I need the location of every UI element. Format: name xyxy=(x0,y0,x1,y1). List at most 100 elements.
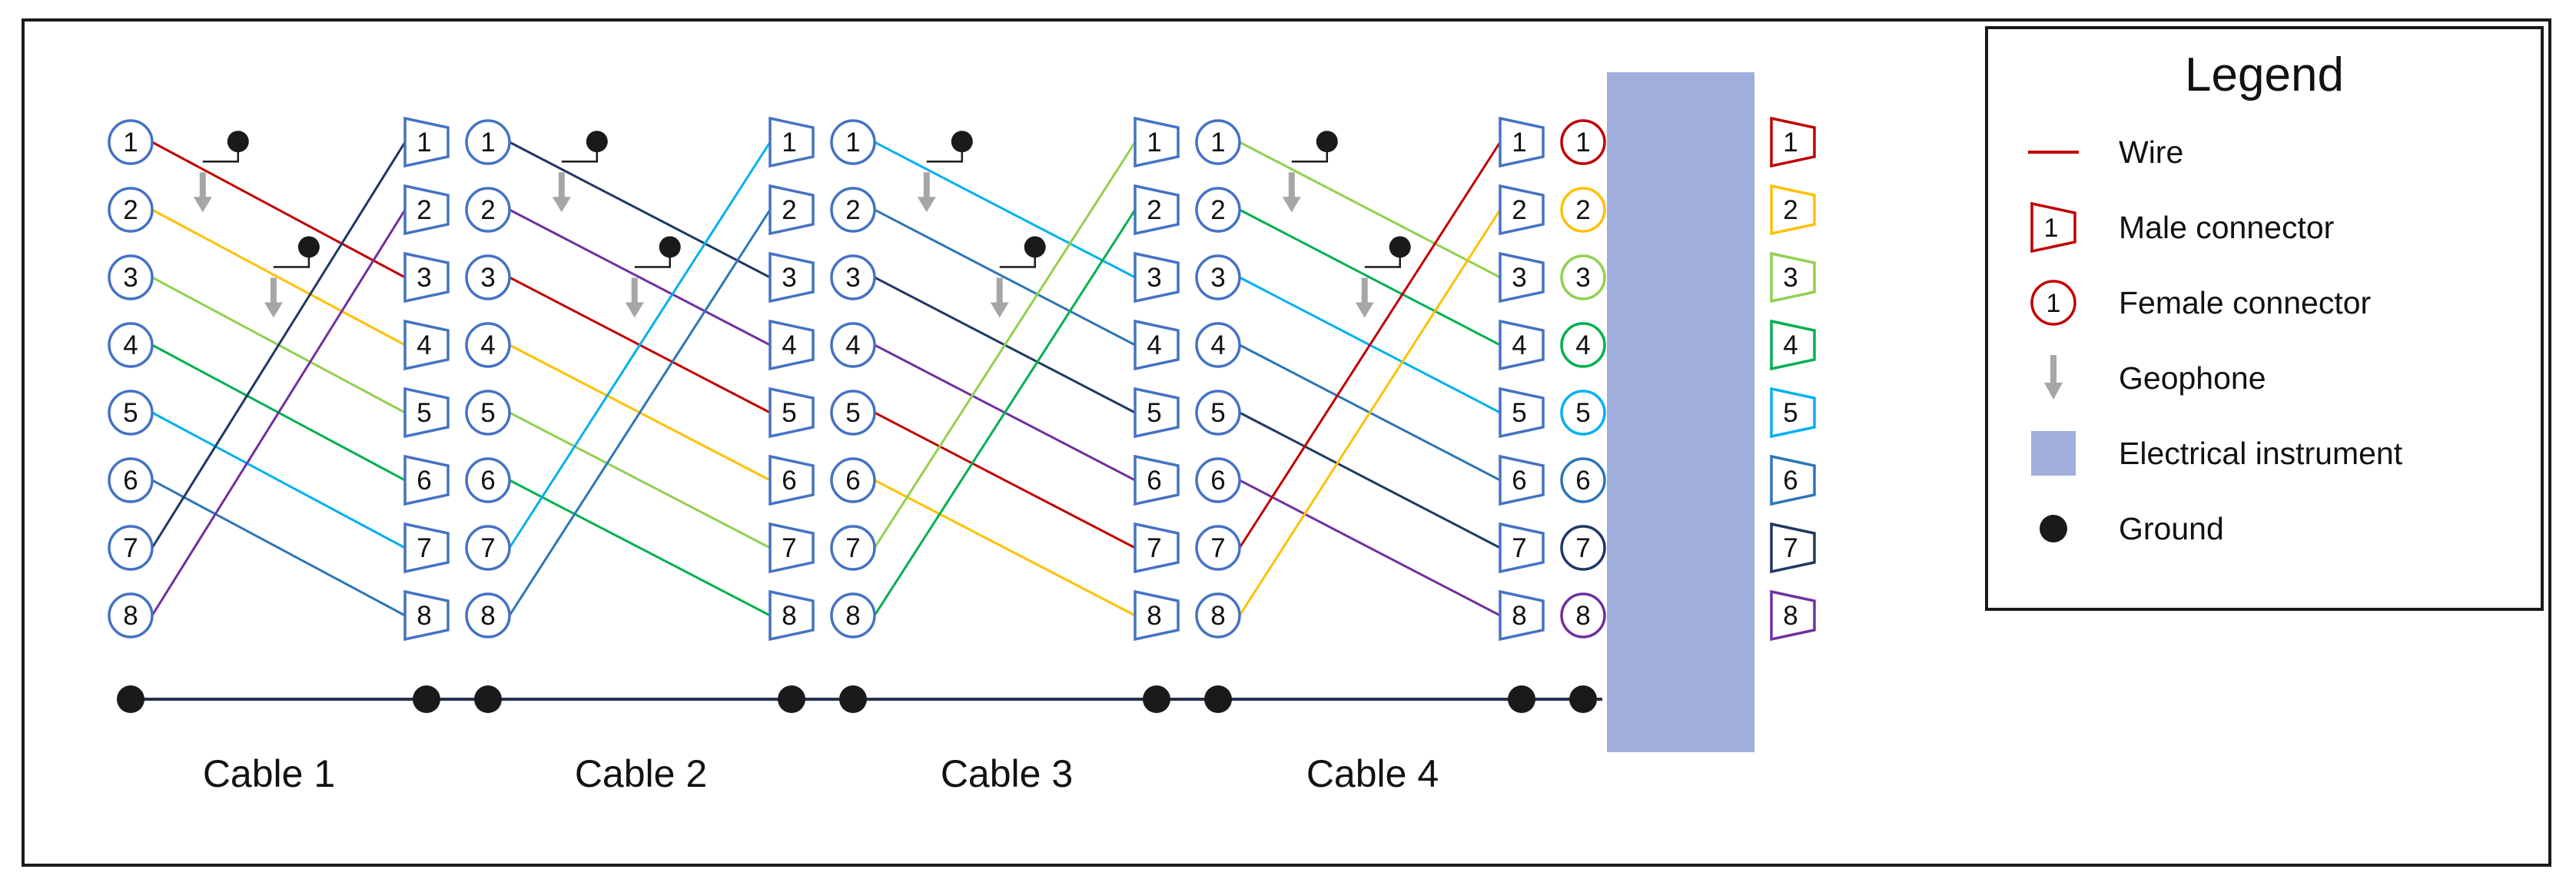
wire-channel-5 xyxy=(874,141,1136,279)
ground-dot xyxy=(1508,685,1535,713)
ground-icon xyxy=(1988,515,2119,542)
wire-icon xyxy=(1988,151,2119,154)
male-connector xyxy=(1770,184,1816,236)
connector-number: 8 xyxy=(1210,601,1225,631)
male-connector xyxy=(1134,251,1180,304)
connector-number: 6 xyxy=(417,466,431,496)
connector-number: 3 xyxy=(1147,263,1161,293)
wire-channel-1 xyxy=(1238,141,1502,549)
male-connector xyxy=(1499,184,1545,236)
geophone-ground-dot xyxy=(951,131,973,153)
wire-channel-7 xyxy=(151,141,407,549)
electrical-instrument xyxy=(1607,72,1754,752)
female-connector xyxy=(108,592,154,639)
male-connector xyxy=(1770,386,1816,439)
female-connector xyxy=(1560,457,1606,503)
female-connector xyxy=(465,592,511,639)
male-connector xyxy=(1134,319,1180,371)
geophone-arrow xyxy=(1355,277,1374,318)
connector-number: 7 xyxy=(417,533,431,563)
female-connector xyxy=(1560,322,1606,368)
connector-number: 2 xyxy=(1210,195,1225,225)
connector-number: 2 xyxy=(417,195,431,225)
connector-number: 3 xyxy=(845,263,860,293)
connector-number: 6 xyxy=(480,466,495,496)
electrical-instrument-icon xyxy=(1988,431,2119,476)
ground-dot xyxy=(117,685,144,713)
female-connector xyxy=(830,592,876,639)
connector-number: 1 xyxy=(1147,128,1161,158)
connector-number: 3 xyxy=(1783,263,1798,293)
connector-number: 7 xyxy=(845,533,860,563)
geophone-ground-dot xyxy=(1389,236,1411,258)
male-connector xyxy=(768,386,815,439)
male-connector xyxy=(768,454,815,506)
male-connector xyxy=(1770,589,1816,642)
female-connector xyxy=(465,187,511,233)
female-connector-icon: 1 xyxy=(1988,276,2119,330)
connector-number: 3 xyxy=(480,263,495,293)
female-connector xyxy=(1560,254,1606,300)
connector-number: 4 xyxy=(123,330,138,360)
geophone-ground-dot xyxy=(1024,236,1046,258)
female-connector xyxy=(1560,525,1606,571)
geophone-icon xyxy=(1988,355,2119,401)
connector-number: 4 xyxy=(480,330,495,360)
legend-item-label: Ground xyxy=(2119,510,2224,546)
female-connector xyxy=(830,525,876,571)
wire-channel-1 xyxy=(874,411,1136,549)
connector-number: 3 xyxy=(417,263,431,293)
female-connector xyxy=(465,254,511,300)
legend-item-label: Wire xyxy=(2119,134,2184,170)
ground-dot xyxy=(839,685,867,713)
connector-number: 6 xyxy=(1783,466,1798,496)
connector-number: 5 xyxy=(1210,398,1225,428)
connector-number: 5 xyxy=(1512,398,1526,428)
geophone-arrow xyxy=(990,277,1009,318)
male-connector xyxy=(403,386,450,439)
connector-number: 5 xyxy=(417,398,431,428)
female-connector xyxy=(1195,457,1241,503)
male-connector xyxy=(1134,454,1180,506)
geophone-arrow xyxy=(625,277,644,318)
female-connector xyxy=(830,322,876,368)
female-connector xyxy=(1560,592,1606,639)
connector-number: 6 xyxy=(782,466,796,496)
connector-number: 7 xyxy=(1210,533,1225,563)
legend-item-male-connector: 1 Male connector xyxy=(1988,190,2541,265)
male-connector xyxy=(1134,116,1180,168)
connector-number: 3 xyxy=(1575,263,1590,293)
legend-item-label: Geophone xyxy=(2119,360,2266,396)
connector-number: 3 xyxy=(1512,263,1526,293)
connector-number: 2 xyxy=(1783,195,1798,225)
connector-number: 7 xyxy=(782,533,796,563)
geophone-arrow xyxy=(1282,172,1301,213)
connector-number: 8 xyxy=(1783,601,1798,631)
connector-number: 5 xyxy=(123,398,138,428)
wire-channel-3 xyxy=(873,141,1137,549)
female-connector xyxy=(1195,254,1241,300)
female-connector xyxy=(830,119,876,165)
ground-dot xyxy=(474,685,502,713)
connector-number: 3 xyxy=(782,263,796,293)
wire-channel-6 xyxy=(874,208,1136,347)
connector-number: 8 xyxy=(417,601,431,631)
connector-number: 8 xyxy=(123,601,138,631)
male-connector xyxy=(1499,251,1545,304)
connector-number: 7 xyxy=(1783,533,1798,563)
ground-dot xyxy=(778,685,805,713)
connector-number: 8 xyxy=(1512,601,1526,631)
connector-number: 6 xyxy=(123,466,138,496)
connector-number: 1 xyxy=(845,128,860,158)
connector-number: 8 xyxy=(782,601,796,631)
male-connector xyxy=(1499,386,1545,439)
female-connector xyxy=(465,322,511,368)
wire-channel-2 xyxy=(874,479,1136,617)
male-connector xyxy=(1499,454,1545,506)
male-connector xyxy=(1134,184,1180,236)
male-connector xyxy=(768,522,815,574)
male-connector-icon: 1 xyxy=(1988,201,2119,254)
legend-title: Legend xyxy=(2185,48,2344,101)
female-connector xyxy=(1560,119,1606,165)
